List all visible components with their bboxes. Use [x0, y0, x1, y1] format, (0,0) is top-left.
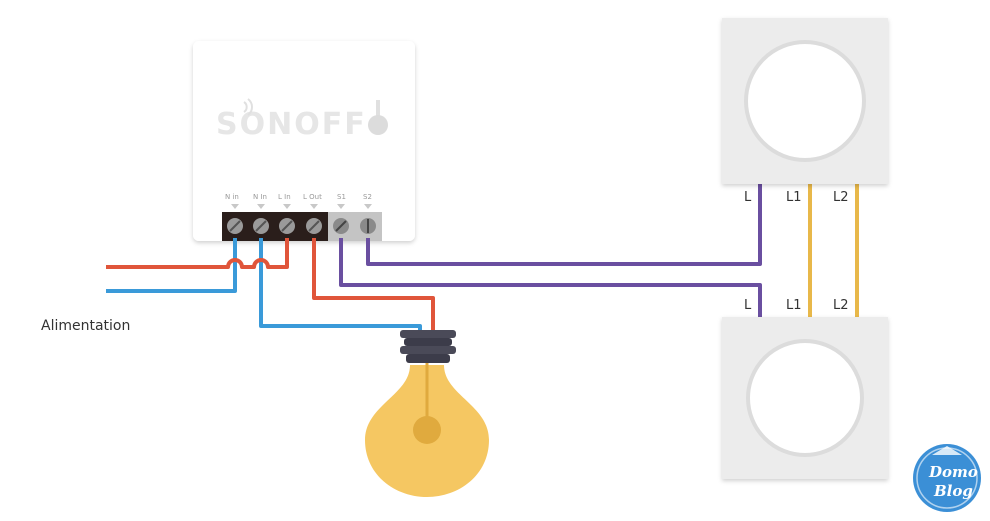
terminal-label-s1: S1 [337, 193, 346, 201]
light-bulb-icon [365, 330, 489, 497]
logo-line1: Domo [928, 463, 978, 481]
terminal-label-n-in: N in [225, 193, 239, 201]
switch-top-label-l1: L1 [786, 190, 802, 205]
terminal-screws [227, 218, 376, 234]
wifi-icon [243, 98, 253, 116]
terminal-labels: N in N In L In L Out S1 S2 [225, 193, 372, 201]
terminal-label-s2: S2 [363, 193, 372, 201]
wire-neutral-in [106, 238, 237, 293]
switch-top-label-l2: L2 [833, 190, 849, 205]
wire-s2-top-switch [366, 183, 762, 266]
switch-top: L L1 L2 [722, 18, 888, 205]
wires [106, 183, 859, 333]
brand-label: SONOFF [216, 107, 367, 142]
switch-top-label-l: L [744, 190, 752, 205]
sonoff-module: SONOFF N in N In L In L Out S1 S2 [193, 41, 415, 241]
logo-line2: Blog [933, 482, 973, 500]
wire-neutral-bulb [259, 238, 422, 333]
power-label: Alimentation [41, 318, 130, 334]
switch-bottom-label-l: L [744, 298, 752, 313]
switch-bottom-label-l2: L2 [833, 298, 849, 313]
wire-phase-bulb [312, 238, 435, 333]
switch-bottom-label-l1: L1 [786, 298, 802, 313]
pairing-button-icon [368, 100, 388, 135]
terminal-label-l-out: L Out [303, 193, 322, 201]
terminal-arrows [231, 204, 372, 209]
switch-bottom: L L1 L2 [722, 298, 888, 479]
domoblog-logo: Domo Blog [913, 444, 981, 512]
wire-s1-bottom-switch [339, 238, 762, 318]
terminal-label-l-in: L In [278, 193, 291, 201]
terminal-label-n-in-2: N In [253, 193, 267, 201]
wire-phase-in [106, 238, 289, 269]
